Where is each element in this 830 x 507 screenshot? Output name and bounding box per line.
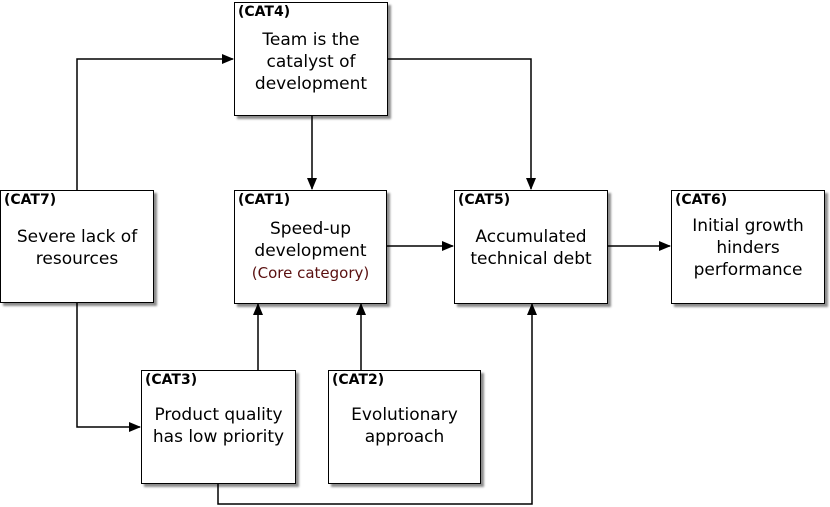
node-cat1: (CAT1) Speed-up development (Core catego… bbox=[234, 190, 387, 304]
node-cat5-line: technical debt bbox=[470, 249, 592, 269]
node-cat1-tag: (CAT1) bbox=[238, 192, 291, 208]
node-cat1-label: Speed-up development (Core category) bbox=[235, 218, 386, 284]
node-cat5-tag: (CAT5) bbox=[458, 192, 511, 208]
node-cat6-line: hinders bbox=[716, 238, 780, 258]
node-cat5: (CAT5) Accumulated technical debt bbox=[454, 190, 608, 304]
node-cat7-label: Severe lack of resources bbox=[1, 226, 153, 270]
node-cat7-line: Severe lack of bbox=[16, 227, 138, 247]
node-cat6: (CAT6) Initial growth hinders performanc… bbox=[671, 190, 825, 304]
node-cat2-line: approach bbox=[364, 427, 445, 447]
edge-cat3-cat5 bbox=[217, 303, 537, 505]
node-cat6-tag: (CAT6) bbox=[675, 192, 728, 208]
node-cat3-line: Product quality bbox=[154, 405, 283, 425]
node-cat3-tag: (CAT3) bbox=[145, 372, 198, 388]
node-cat3: (CAT3) Product quality has low priority bbox=[141, 370, 296, 484]
node-cat4-line: Team is the bbox=[262, 30, 360, 50]
node-cat4-label: Team is the catalyst of development bbox=[235, 29, 387, 95]
node-cat6-line: Initial growth bbox=[692, 216, 804, 236]
edge-cat7-cat3 bbox=[76, 303, 141, 432]
node-cat6-label: Initial growth hinders performance bbox=[672, 215, 824, 281]
node-cat5-line: Accumulated bbox=[475, 227, 587, 247]
node-cat1-line: Speed-up bbox=[270, 219, 351, 239]
edge-cat7-cat4 bbox=[76, 54, 234, 190]
edge-cat4-cat5 bbox=[388, 58, 536, 190]
node-cat4: (CAT4) Team is the catalyst of developme… bbox=[234, 2, 388, 116]
node-cat6-line: performance bbox=[693, 260, 803, 280]
node-cat4-tag: (CAT4) bbox=[238, 4, 291, 20]
node-cat2-line: Evolutionary bbox=[351, 405, 458, 425]
node-cat7-line: resources bbox=[35, 249, 119, 269]
node-cat3-line: has low priority bbox=[152, 427, 285, 447]
node-cat7: (CAT7) Severe lack of resources bbox=[0, 190, 154, 303]
node-cat2-tag: (CAT2) bbox=[332, 372, 385, 388]
node-cat3-label: Product quality has low priority bbox=[142, 404, 295, 448]
node-cat4-line: catalyst of bbox=[266, 52, 356, 72]
node-cat2-label: Evolutionary approach bbox=[329, 404, 480, 448]
node-cat4-line: development bbox=[254, 74, 368, 94]
node-cat2: (CAT2) Evolutionary approach bbox=[328, 370, 481, 484]
node-cat1-line: development bbox=[254, 241, 367, 261]
core-category-note: (Core category) bbox=[251, 264, 370, 282]
node-cat5-label: Accumulated technical debt bbox=[455, 226, 607, 270]
node-cat7-tag: (CAT7) bbox=[4, 192, 57, 208]
